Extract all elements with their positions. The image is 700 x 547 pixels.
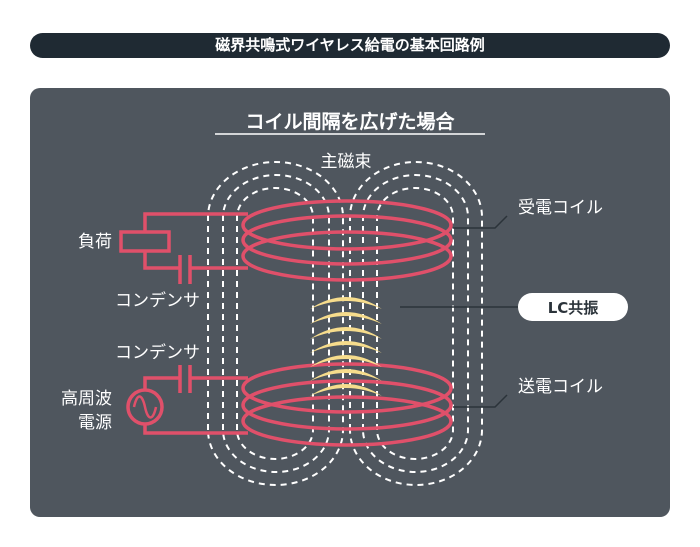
- source-label-line1: 高周波: [61, 389, 112, 409]
- capacitor-top: [178, 255, 192, 284]
- source-label-line2: 電源: [78, 413, 112, 433]
- receive-circuit-wire: [143, 212, 248, 270]
- lc-resonance-badge: [518, 293, 628, 321]
- receive-coil-label: 受電コイル: [518, 198, 603, 218]
- send-coil-label: 送電コイル: [518, 377, 603, 397]
- subtitle: コイル間隔を広げた場合: [245, 110, 455, 133]
- capacitor-bottom: [178, 365, 192, 393]
- flux-loop-left-outer: [207, 161, 344, 486]
- capacitor-top-label: コンデンサ: [115, 290, 200, 311]
- flux-loop-right-outer: [349, 161, 483, 486]
- receive-coil-leader: [453, 215, 508, 229]
- lc-resonance-label: LC共振: [548, 299, 599, 317]
- diagram-title: 磁界共鳴式ワイヤレス給電の基本回路例: [30, 33, 670, 58]
- send-coil: [241, 362, 453, 447]
- flux-loop-left-middle: [222, 174, 330, 473]
- flux-loop-right-middle: [362, 174, 469, 473]
- lc-resonance-waves: [310, 297, 382, 396]
- receive-coil: [241, 199, 453, 282]
- send-circuit-wire: [143, 376, 248, 435]
- load-label: 負荷: [78, 232, 112, 252]
- magnetic-flux-lines: [207, 161, 483, 486]
- main-flux-label: 主磁束: [321, 152, 372, 172]
- ac-source-icon: [126, 388, 164, 426]
- send-coil-leader: [453, 394, 508, 408]
- capacitor-bottom-label: コンデンサ: [115, 342, 200, 363]
- load-resistor: [119, 230, 171, 253]
- flux-loop-left-inner: [236, 187, 314, 460]
